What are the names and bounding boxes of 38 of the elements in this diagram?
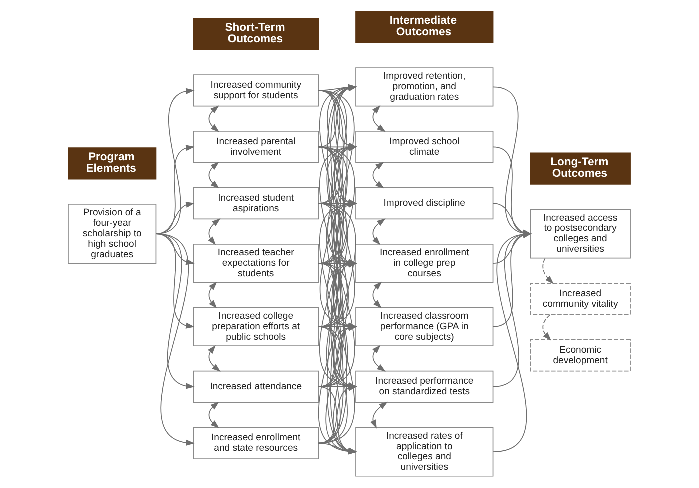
arrow	[372, 282, 382, 309]
arrow	[542, 314, 552, 341]
node-box: Improved retention, promotion, and graduation rates	[356, 68, 494, 107]
node-box: Increased rates of application to colleges and universities	[356, 427, 494, 477]
node-box: Improved school climate	[356, 131, 494, 164]
node-box: Increased access to postsecondary colleges and universities	[530, 209, 631, 259]
arrow	[208, 106, 220, 132]
arrow	[208, 402, 220, 429]
node-box: Increased enrollment in college prep courses	[356, 244, 494, 284]
node-box: Increased teacher expectations for students	[193, 244, 320, 284]
arrow	[370, 402, 388, 429]
arrow	[372, 345, 386, 372]
node-box: Increased student aspirations	[193, 188, 320, 220]
node-box: Increased enrollment and state resources	[193, 427, 320, 460]
arrow	[542, 258, 554, 284]
node-box: Increased parental involvement	[193, 131, 320, 164]
node-box: Economic development	[530, 340, 631, 372]
arrow	[318, 386, 358, 454]
arrow	[208, 218, 221, 246]
arrow	[208, 162, 220, 189]
node-box: Increased community support for students	[193, 74, 320, 107]
arrow	[372, 105, 386, 132]
node-box: Increased community vitality	[530, 283, 631, 316]
arrow	[372, 218, 386, 246]
node-box: Increased attendance	[193, 370, 320, 403]
node-box: Increased college preparation efforts at public schools	[193, 307, 320, 346]
node-box: Improved discipline	[356, 188, 494, 220]
arrow	[208, 282, 218, 309]
node-box: Intermediate Outcomes	[356, 11, 494, 44]
arrow	[208, 345, 221, 372]
arrow	[318, 442, 358, 454]
node-box: Program Elements	[68, 148, 157, 180]
node-box: Provision of a four-year scholarship to high school graduates	[68, 204, 157, 264]
node-box: Short-Term Outcomes	[193, 18, 320, 50]
node-box: Long-Term Outcomes	[530, 152, 631, 185]
node-box: Increased classroom performance (GPA in core subjects)	[356, 307, 494, 346]
arrow	[372, 162, 384, 189]
node-box: Increased performance on standardized tests	[356, 370, 494, 403]
